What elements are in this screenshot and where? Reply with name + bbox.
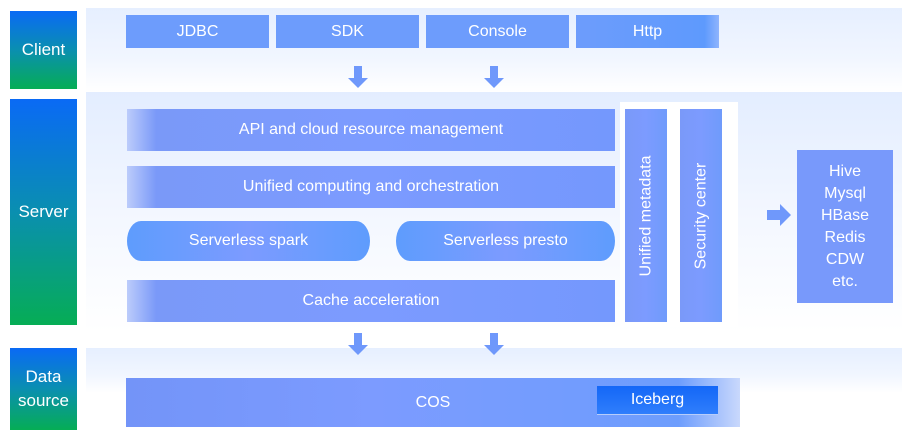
module-spark-label: Serverless spark	[188, 232, 309, 249]
layer-label-data-source-text: Data source	[17, 367, 70, 410]
storage-iceberg: Iceberg	[597, 386, 718, 415]
arrow-down-icon	[484, 333, 504, 355]
module-api-label: API and cloud resource management	[238, 121, 504, 138]
storage-cos-label: COS	[415, 393, 451, 411]
module-cache-acceleration: Cache acceleration	[127, 280, 615, 322]
external-source-item: Redis	[824, 228, 866, 246]
module-unified-computing: Unified computing and orchestration	[127, 166, 615, 208]
module-security-center: Security center	[680, 109, 722, 322]
external-source-item: HBase	[820, 206, 870, 224]
client-console: Console	[426, 15, 569, 48]
client-sdk-label: SDK	[331, 22, 364, 40]
module-unified-metadata: Unified metadata	[625, 109, 667, 322]
external-source-item: etc.	[832, 272, 858, 290]
external-source-item: Hive	[828, 162, 861, 180]
storage-iceberg-label: Iceberg	[630, 391, 685, 408]
external-source-item: Mysql	[824, 184, 866, 202]
arrow-down-icon	[348, 66, 368, 88]
layer-label-client: Client	[10, 11, 77, 89]
module-presto-label: Serverless presto	[443, 232, 568, 249]
arrow-down-icon	[484, 66, 504, 88]
module-serverless-spark: Serverless spark	[127, 221, 370, 261]
arrow-right-icon	[767, 204, 791, 226]
client-http: Http	[576, 15, 719, 48]
module-cache-label: Cache acceleration	[302, 292, 440, 309]
external-source-item: CDW	[825, 250, 865, 268]
layer-label-server-text: Server	[18, 202, 69, 221]
client-jdbc-label: JDBC	[176, 22, 219, 40]
client-console-label: Console	[468, 22, 527, 40]
module-metadata-label: Unified metadata	[637, 155, 654, 276]
layer-label-client-text: Client	[21, 40, 66, 59]
module-api-management: API and cloud resource management	[127, 109, 615, 151]
module-compute-label: Unified computing and orchestration	[242, 178, 500, 195]
module-security-label: Security center	[692, 162, 709, 269]
client-http-label: Http	[632, 22, 663, 40]
client-jdbc: JDBC	[126, 15, 269, 48]
arrow-down-icon	[348, 333, 368, 355]
client-sdk: SDK	[276, 15, 419, 48]
layer-label-server: Server	[10, 99, 77, 325]
layer-label-data-source: Data source	[10, 348, 77, 430]
module-serverless-presto: Serverless presto	[396, 221, 615, 261]
external-sources: Hive Mysql HBase Redis CDW etc.	[797, 150, 893, 303]
